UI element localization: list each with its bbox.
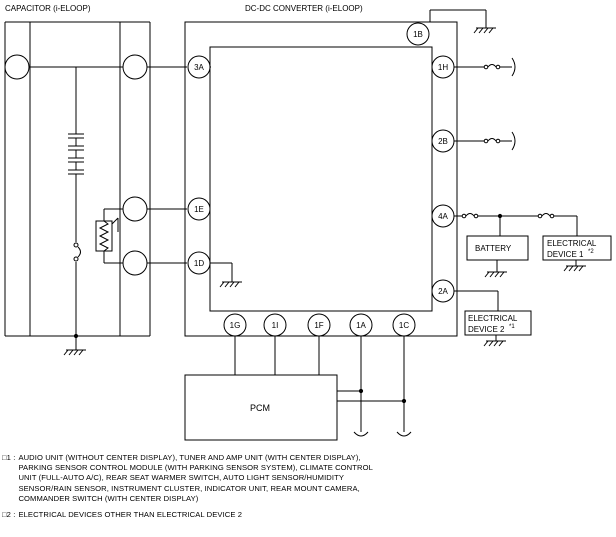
thermistor-symbol (95, 208, 123, 264)
pcm-box (184, 374, 338, 441)
footnote-2-mark: □2 : (2, 510, 16, 520)
footnote-2-text: ELECTRICAL DEVICES OTHER THAN ELECTRICAL… (18, 510, 243, 520)
footnote-2: □2 : ELECTRICAL DEVICES OTHER THAN ELECT… (2, 510, 614, 520)
electrical-device-1-box (542, 235, 612, 272)
footnotes: □1 : AUDIO UNIT (WITHOUT CENTER DISPLAY)… (2, 453, 614, 520)
footnote-1-text: AUDIO UNIT (WITHOUT CENTER DISPLAY), TUN… (18, 453, 373, 503)
terminal-1D-ground (210, 262, 242, 288)
electrical-device-1-footnote-ref: *2 (588, 249, 594, 255)
electrical-device-2-label-line2: DEVICE 2 (468, 325, 505, 334)
terminal-1I: 1I (272, 321, 279, 330)
wiring-diagram: CAPACITOR (i-ELOOP) (4, 4, 612, 441)
terminal-1A: 1A (356, 321, 366, 330)
interconnect-wires (147, 66, 211, 264)
electrical-device-2-label-line1: ELECTRICAL (468, 314, 518, 323)
pcm-wiring (234, 336, 412, 437)
terminal-1B: 1B (413, 30, 423, 39)
terminal-labels: 1B 3A 1H 2B 1E 4A 1D 2A 1G 1I 1F 1A 1C (194, 30, 449, 330)
terminal-2B: 2B (438, 137, 448, 146)
electrical-device-2-box (464, 310, 532, 347)
capacitor-ground-icon (63, 349, 86, 356)
terminal-2A: 2A (438, 287, 448, 296)
capacitor-internal-wiring (29, 66, 123, 350)
terminal-2B-output-wire (454, 131, 516, 151)
battery-box (466, 235, 529, 278)
battery-label: BATTERY (475, 244, 512, 253)
electrical-device-2-footnote-ref: *1 (509, 324, 515, 330)
terminal-1F: 1F (314, 321, 323, 330)
terminal-1G: 1G (230, 321, 241, 330)
pcm-label: PCM (250, 403, 270, 413)
capacitor-cells-symbol (68, 133, 84, 175)
terminal-1H-output-wire (454, 57, 516, 77)
capacitor-title: CAPACITOR (i-ELOOP) (5, 4, 91, 13)
converter-block (184, 21, 458, 337)
terminal-circles (187, 22, 455, 337)
footnote-1: □1 : AUDIO UNIT (WITHOUT CENTER DISPLAY)… (2, 453, 614, 504)
terminal-4A-wiring (454, 213, 578, 236)
electrical-device-1-label-line2: DEVICE 1 (547, 250, 584, 259)
terminal-1B-ground (429, 9, 496, 34)
terminal-1D: 1D (194, 259, 204, 268)
terminal-1E: 1E (194, 205, 204, 214)
footnote-1-mark: □1 : (2, 453, 16, 462)
capacitor-internal-fuse (73, 242, 81, 262)
terminal-3A: 3A (194, 63, 204, 72)
terminal-4A: 4A (438, 212, 448, 221)
terminal-2A-wiring (454, 290, 499, 311)
converter-title: DC-DC CONVERTER (i-ELOOP) (245, 4, 363, 13)
terminal-1C: 1C (399, 321, 409, 330)
electrical-device-1-label-line1: ELECTRICAL (547, 239, 597, 248)
terminal-1H: 1H (438, 63, 448, 72)
